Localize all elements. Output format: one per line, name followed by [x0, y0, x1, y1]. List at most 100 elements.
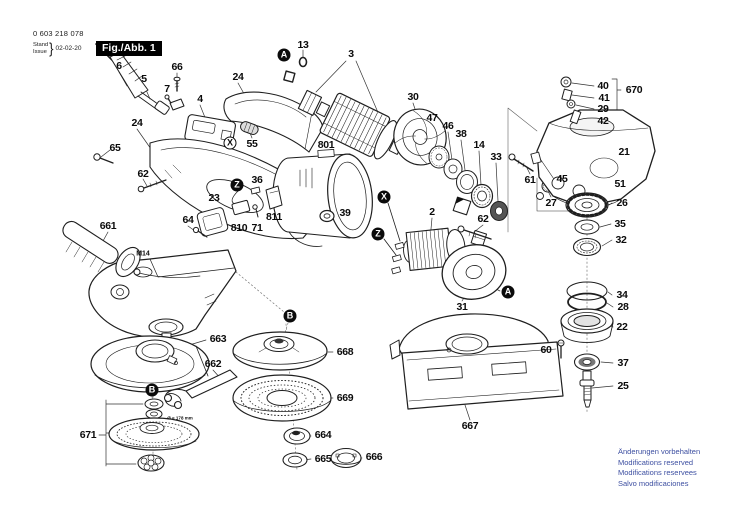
handle-cover-24	[223, 91, 324, 153]
cutting-guard-667	[389, 313, 564, 410]
part-label-22: 22	[616, 321, 628, 333]
part-label-801: 801	[317, 139, 335, 151]
issue-date-labels: Stand Issue	[33, 42, 48, 54]
stator-wires	[383, 202, 401, 256]
motor-housing-801	[272, 149, 373, 247]
part-label-47: 47	[426, 112, 438, 124]
part-label-64: 64	[182, 214, 194, 226]
screw-64	[192, 226, 208, 238]
part-label-664: 664	[314, 429, 332, 441]
callout-A: A	[501, 285, 515, 299]
part-label-36: 36	[251, 174, 263, 186]
washer-47	[428, 145, 450, 169]
document-number: 0 603 218 078	[33, 29, 84, 38]
bearing-37	[573, 353, 601, 371]
contact-plate-7	[164, 94, 185, 111]
clamp-nut-666	[330, 447, 362, 469]
part-label-669: 669	[336, 392, 354, 404]
part-label-811: 811	[265, 211, 283, 223]
issue-date-value: 02-02-20	[55, 45, 82, 52]
brush-square	[452, 196, 472, 216]
part-label-666: 666	[365, 451, 383, 463]
part-label-25: 25	[617, 380, 629, 392]
part-label-24: 24	[131, 117, 143, 129]
screw-65	[93, 153, 114, 164]
screw-62-left	[137, 179, 167, 193]
clip-36	[250, 186, 261, 195]
part-label-670: 670	[625, 84, 643, 96]
part-label-34: 34	[616, 289, 628, 301]
cover-plate-23	[196, 207, 229, 237]
seal-33	[490, 201, 508, 221]
part-label-21: 21	[618, 146, 630, 158]
spindle-25	[579, 370, 595, 408]
screw-stack-670	[560, 76, 582, 125]
part-label-2: 2	[429, 206, 435, 218]
brace-glyph: }	[49, 40, 54, 57]
figure-label: Fig./Abb. 1	[96, 41, 162, 56]
part-label-62: 62	[477, 213, 489, 225]
ring-38	[456, 170, 478, 194]
part-label-39: 39	[339, 207, 351, 219]
part-label-665: 665	[314, 453, 332, 465]
part-label-26: 26	[616, 197, 628, 209]
legal-notice-line: Modifications reserved	[618, 457, 694, 467]
switch-4	[184, 114, 236, 148]
legal-notice-line: Modifications reservees	[618, 468, 697, 477]
part-label-32: 32	[615, 234, 627, 246]
part-label-5: 5	[141, 73, 147, 85]
part-label-23: 23	[208, 192, 220, 204]
callout-A: A	[277, 48, 291, 62]
screw-62-right	[457, 225, 492, 240]
part-label-24: 24	[232, 71, 244, 83]
part-label-661: 661	[99, 220, 117, 232]
part-label-65: 65	[109, 142, 121, 154]
screw-66	[173, 76, 181, 92]
callout-Z: Z	[230, 178, 244, 192]
brush-holder-811	[265, 185, 283, 210]
legal-notice-line: Änderungen vorbehalten	[618, 447, 701, 456]
part-label-35: 35	[614, 218, 626, 230]
washer-35	[574, 219, 600, 235]
callout-B: B	[283, 309, 297, 323]
part-label-27: 27	[545, 197, 557, 209]
part-label-663: 663	[209, 333, 227, 345]
callout-Z: Z	[371, 227, 385, 241]
bearing-flange-31	[441, 244, 507, 300]
flange-22	[560, 308, 614, 343]
issue-date: Stand Issue } 02-02-20	[33, 40, 82, 57]
bearing-32	[572, 237, 602, 257]
washer-46	[443, 158, 463, 180]
part-label-62: 62	[137, 168, 149, 180]
gear-housing-21	[530, 109, 656, 208]
lock-button-55	[240, 121, 259, 135]
part-label-41: 41	[598, 92, 610, 104]
side-handle-661	[62, 220, 141, 278]
part-label-30: 30	[407, 91, 419, 103]
part-label-37: 37	[617, 357, 629, 369]
part-label-55: 55	[246, 138, 258, 150]
seal-13	[283, 56, 308, 83]
bearing-14	[470, 183, 494, 209]
washer-stack-671	[108, 398, 200, 472]
flange-665	[282, 452, 308, 468]
wheel-guard-663	[90, 335, 210, 393]
grinding-wheel-669	[232, 374, 332, 422]
screw-61	[508, 153, 534, 172]
callout-B: B	[145, 383, 159, 397]
part-label-14: 14	[473, 139, 485, 151]
part-label-45: 45	[556, 173, 568, 185]
screw-60	[557, 339, 565, 359]
part-label-671: 671	[79, 429, 97, 441]
legal-notice-line: Salvo modificaciones	[618, 478, 689, 488]
part-label-31: 31	[456, 301, 468, 313]
part-label-810: 810	[230, 222, 248, 234]
ring-34	[566, 281, 608, 301]
annotation-m14: M14	[136, 250, 150, 258]
part-label-668: 668	[336, 346, 354, 358]
part-label-60: 60	[540, 344, 552, 356]
part-label-667: 667	[461, 420, 479, 432]
